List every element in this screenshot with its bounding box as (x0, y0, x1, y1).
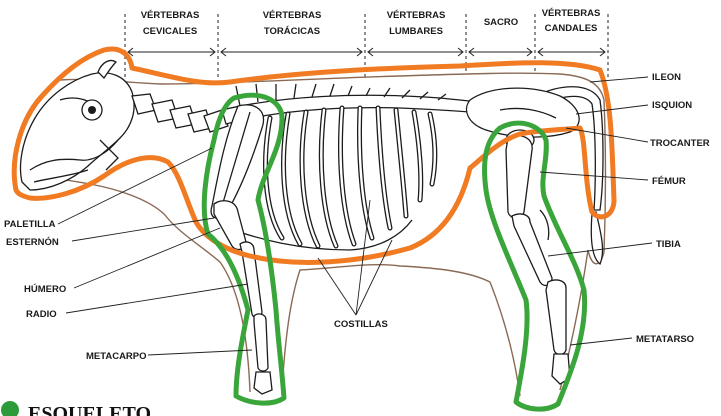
region-cervical-line1: VÉRTEBRAS (141, 10, 200, 21)
label-trocanter: TROCANTER (650, 138, 710, 149)
cervical-vertebrae (132, 94, 228, 132)
region-arrows (128, 48, 605, 56)
region-cervical-line2: CEVICALES (143, 26, 197, 37)
label-radio: RADIO (26, 309, 57, 320)
region-caudal-line2: CANDALES (545, 23, 598, 34)
label-isquion: ISQUION (652, 100, 692, 111)
region-thoracic-line2: TORÁCICAS (264, 26, 320, 37)
label-femur: FÉMUR (652, 176, 686, 187)
title-bullet-icon (1, 401, 19, 416)
label-esternon: ESTERNÓN (6, 236, 59, 248)
page-title: ESQUELETO (28, 403, 151, 416)
label-paletilla: PALETILLA (4, 219, 56, 230)
region-sacrum-line1: SACRO (484, 17, 518, 28)
label-metacarpo: METACARPO (86, 351, 147, 362)
skull (21, 60, 135, 190)
region-lumbar-line1: VÉRTEBRAS (387, 10, 446, 21)
region-caudal-line1: VÉRTEBRAS (542, 8, 601, 19)
label-ileon: ILEON (652, 72, 681, 83)
hind-leg (506, 136, 570, 384)
label-metatarso: METATARSO (636, 334, 694, 345)
region-lumbar-line2: LUMBARES (389, 26, 443, 37)
label-humero: HÚMERO (24, 283, 66, 295)
region-thoracic-line1: VÉRTEBRAS (263, 10, 322, 21)
label-tibia: TIBIA (656, 239, 681, 250)
label-costillas: COSTILLAS (334, 319, 388, 330)
